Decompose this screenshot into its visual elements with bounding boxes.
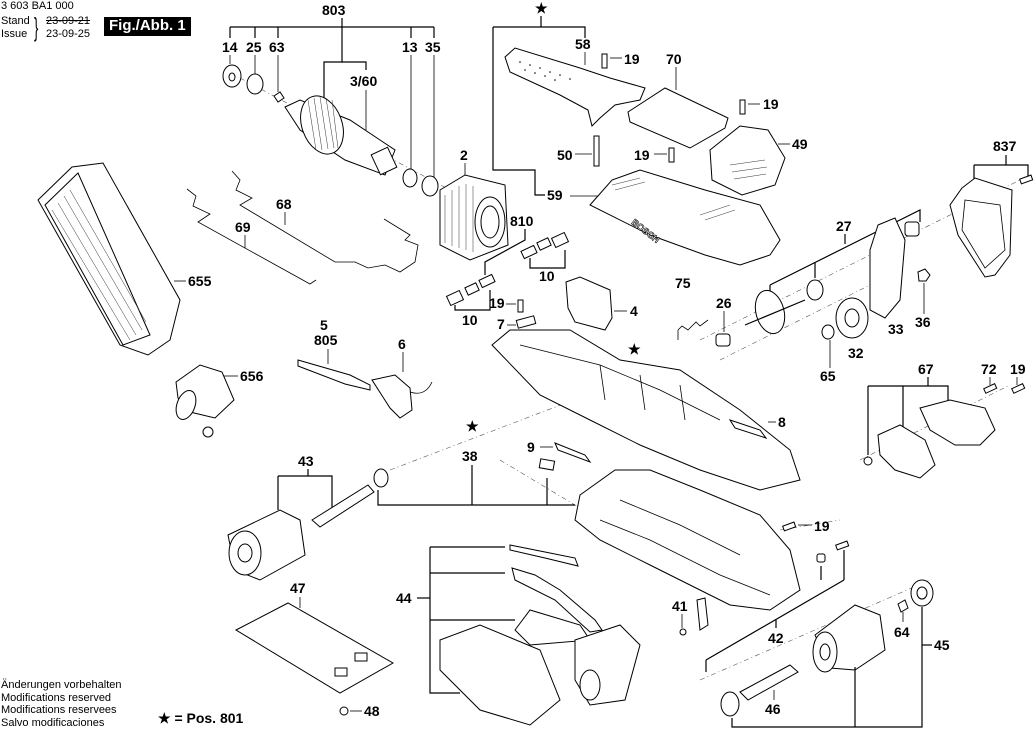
- label-43: 43: [298, 453, 314, 469]
- screw-19c: [669, 148, 674, 162]
- handle-half-a: [878, 425, 935, 478]
- label-42: 42: [768, 630, 784, 646]
- label-47: 47: [290, 580, 306, 596]
- cover-70: 70: [628, 51, 728, 148]
- cable-805: 5 805 6: [298, 317, 432, 418]
- base-sheet-47: 47 48: [236, 580, 393, 719]
- label-58: 58: [575, 36, 591, 52]
- bearing-13: [403, 169, 417, 187]
- screw-50: [594, 136, 599, 166]
- ring-35: [422, 176, 438, 196]
- adapter-656: 656: [172, 365, 263, 437]
- armature-parts: [223, 65, 438, 196]
- label-7: 7: [497, 316, 505, 332]
- footer-notes: Änderungen vorbehalten Modifications res…: [1, 679, 121, 729]
- footer-line-en: Modifications reserved: [1, 692, 121, 705]
- plate-small: [539, 459, 554, 470]
- wire-springs: 68 69: [187, 171, 418, 284]
- cap-49: 49: [710, 126, 808, 195]
- label-8: 8: [778, 414, 786, 430]
- label-803: 803: [322, 2, 346, 18]
- label-9: 9: [527, 439, 535, 455]
- label-72: 72: [981, 361, 997, 377]
- dust-box-655: 655: [38, 163, 212, 355]
- screw-clamp-7-19: 19 7: [489, 295, 536, 332]
- label-50: 50: [557, 147, 573, 163]
- switch-4: 4: [566, 277, 638, 330]
- base-plate: [575, 470, 800, 610]
- handle-half-b: [920, 400, 995, 445]
- label-63: 63: [269, 39, 285, 55]
- label-41: 41: [672, 598, 688, 614]
- callout-67: 67 72 19: [864, 361, 1026, 478]
- label-10a: 10: [539, 268, 555, 284]
- label-67: 67: [918, 361, 934, 377]
- label-26: 26: [716, 295, 732, 311]
- label-805: 805: [314, 332, 338, 348]
- label-27: 27: [836, 218, 852, 234]
- label-19a: 19: [624, 51, 640, 67]
- label-6: 6: [398, 336, 406, 352]
- label-44: 44: [396, 590, 412, 606]
- label-837: 837: [993, 138, 1017, 154]
- label-59: 59: [547, 187, 563, 203]
- clip-64: [898, 600, 908, 612]
- footer-line-es: Salvo modificaciones: [1, 717, 121, 729]
- callout-44: 44: [396, 545, 640, 725]
- latch-41: [697, 598, 708, 630]
- label-35: 35: [425, 39, 441, 55]
- screw-19b: [740, 100, 745, 114]
- label-10b: 10: [462, 312, 478, 328]
- label-star-38: ★: [466, 418, 479, 434]
- plate-9: [555, 443, 590, 462]
- label-46: 46: [765, 701, 781, 717]
- footer-line-fr: Modifications reservees: [1, 704, 121, 717]
- label-45: 45: [934, 637, 950, 653]
- shaft-43: [312, 485, 374, 527]
- screw-19a: [602, 54, 607, 68]
- label-810: 810: [510, 213, 534, 229]
- field-coil-2: 2: [440, 147, 508, 260]
- ring-25: [247, 74, 263, 94]
- star-legend: ★ = Pos. 801: [158, 710, 243, 727]
- label-656: 656: [240, 368, 264, 384]
- label-star-mid: ★: [628, 341, 641, 357]
- label-3-60: 3/60: [350, 73, 377, 89]
- label-13: 13: [402, 39, 418, 55]
- label-4: 4: [630, 303, 638, 319]
- label-68: 68: [276, 196, 292, 212]
- label-75: 75: [675, 275, 691, 291]
- label-38: 38: [462, 448, 478, 464]
- label-19e: 19: [1010, 361, 1026, 377]
- label-48: 48: [364, 703, 380, 719]
- axle-46: [740, 665, 798, 700]
- rear-cover-837: 837: [950, 138, 1033, 277]
- label-65: 65: [820, 368, 836, 384]
- label-14: 14: [222, 39, 238, 55]
- label-69: 69: [235, 219, 251, 235]
- bearing-38: [374, 469, 388, 487]
- label-19b: 19: [763, 96, 779, 112]
- label-25: 25: [246, 39, 262, 55]
- label-655: 655: [188, 273, 212, 289]
- spring-44: [510, 545, 578, 566]
- roller-43: 43: [228, 453, 374, 580]
- label-32: 32: [848, 345, 864, 361]
- label-64: 64: [894, 624, 910, 640]
- label-19c: 19: [634, 147, 650, 163]
- footer-line-de: Änderungen vorbehalten: [1, 679, 121, 692]
- main-housing: ★: [492, 330, 800, 490]
- label-19d: 19: [489, 295, 505, 311]
- label-2: 2: [460, 147, 468, 163]
- label-5: 5: [320, 317, 328, 333]
- label-star-top: ★: [535, 0, 548, 16]
- label-36: 36: [915, 314, 931, 330]
- label-33: 33: [888, 321, 904, 337]
- screw-19f: 19: [783, 518, 830, 534]
- label-70: 70: [666, 51, 682, 67]
- label-19f: 19: [814, 518, 830, 534]
- label-49: 49: [792, 136, 808, 152]
